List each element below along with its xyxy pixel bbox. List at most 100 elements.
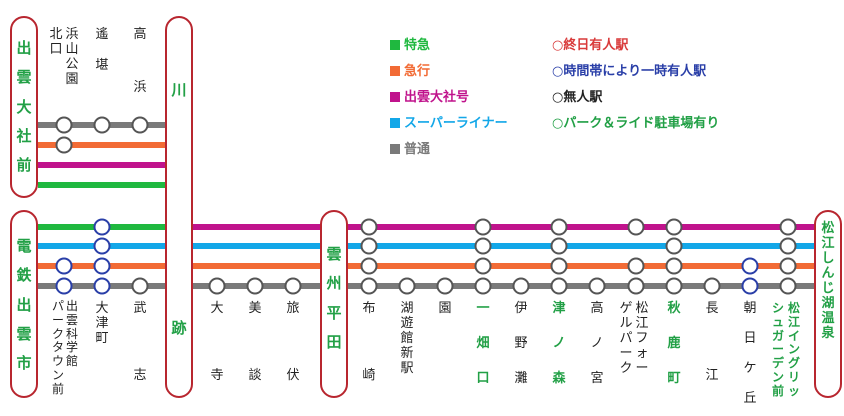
legend-item-local: 普通	[390, 138, 430, 157]
station-marker[interactable]	[55, 257, 73, 275]
station-marker[interactable]	[665, 237, 683, 255]
station-marker[interactable]	[550, 277, 568, 295]
legend-swatch	[390, 118, 400, 128]
station-marker[interactable]	[474, 257, 492, 275]
legend-item-super-liner: スーパーライナー	[390, 112, 508, 131]
station-name: 高浜	[133, 27, 147, 95]
station-name-part: シュガーデン前	[771, 301, 784, 398]
station-marker[interactable]	[93, 277, 111, 295]
station-name: 旅伏	[286, 301, 300, 383]
station-marker[interactable]	[550, 257, 568, 275]
station-name: 高ノ宮	[590, 301, 604, 386]
station-marker[interactable]	[360, 257, 378, 275]
station-marker[interactable]	[55, 116, 73, 134]
station-markers	[55, 116, 797, 295]
station-name: 北口	[49, 27, 63, 57]
terminal-label: 雲州平田	[326, 245, 342, 351]
station-name-part: 松江フォー	[635, 301, 649, 376]
station-marker[interactable]	[93, 237, 111, 255]
station-marker[interactable]	[627, 257, 645, 275]
station-marker[interactable]	[627, 218, 645, 236]
station-name: 伊野灘	[514, 301, 528, 386]
station-name-part: 松江イングリッ	[787, 301, 800, 398]
terminal-unshu-hirata[interactable]: 雲州平田	[320, 210, 348, 398]
station-name: 朝日ケ丘	[743, 301, 757, 406]
terminal-matsue-onsen[interactable]: 松江しんじ湖温泉	[814, 210, 842, 398]
terminal-dentetsu-izumoshi[interactable]: 電鉄出雲市	[10, 210, 38, 398]
legend-item-black: ○無人駅	[552, 90, 603, 105]
terminal-label: 出雲大社前	[16, 39, 32, 174]
station-marker[interactable]	[779, 277, 797, 295]
legend-item-green: ○パーク＆ライド駐車場有り	[552, 116, 720, 131]
terminal-label: 電鉄出雲市	[16, 237, 32, 372]
terminal-kawato[interactable]: 川 跡	[165, 16, 193, 398]
station-marker[interactable]	[779, 237, 797, 255]
station-marker[interactable]	[627, 277, 645, 295]
station-marker[interactable]	[665, 277, 683, 295]
station-marker[interactable]	[93, 218, 111, 236]
station-name: 湖遊館新駅	[400, 301, 414, 376]
legend-label: 出雲大社号	[404, 90, 470, 105]
station-marker[interactable]	[284, 277, 302, 295]
station-marker[interactable]	[398, 277, 416, 295]
station-name: 一畑口	[476, 301, 490, 386]
station-marker[interactable]	[436, 277, 454, 295]
legend-item-izumo-taisha: 出雲大社号	[390, 86, 469, 105]
legend-label: 急行	[404, 64, 431, 79]
station-marker[interactable]	[131, 116, 149, 134]
station-marker[interactable]	[779, 257, 797, 275]
legend-swatch	[390, 40, 400, 50]
station-name: 遙堪	[95, 27, 109, 73]
station-name: 大津町	[95, 301, 109, 346]
station-name: 布崎	[362, 301, 376, 383]
terminal-izumo-taishamae[interactable]: 出雲大社前	[10, 16, 38, 198]
station-marker[interactable]	[474, 237, 492, 255]
station-marker[interactable]	[93, 257, 111, 275]
station-marker[interactable]	[93, 116, 111, 134]
terminal-label: 川	[171, 81, 187, 99]
station-name: 津ノ森	[552, 301, 566, 386]
station-marker[interactable]	[665, 257, 683, 275]
legend-label: 普通	[404, 142, 431, 157]
legend-label: スーパーライナー	[404, 116, 508, 131]
legend-item-blue-ring: ○時間帯により一時有人駅	[552, 64, 707, 79]
station-marker[interactable]	[703, 277, 721, 295]
station-marker[interactable]	[360, 237, 378, 255]
station-marker[interactable]	[665, 218, 683, 236]
station-name: 美談	[248, 301, 262, 383]
station-marker[interactable]	[474, 218, 492, 236]
terminal-label: 松江しんじ湖温泉	[821, 221, 835, 341]
station-marker[interactable]	[741, 277, 759, 295]
legend-swatch	[390, 144, 400, 154]
station-marker[interactable]	[55, 136, 73, 154]
station-marker[interactable]	[741, 257, 759, 275]
legend-item-limited-express: 特急	[390, 34, 430, 53]
station-marker[interactable]	[550, 218, 568, 236]
station-marker[interactable]	[55, 277, 73, 295]
station-name: 園	[438, 301, 452, 316]
station-marker[interactable]	[131, 277, 149, 295]
station-name: 秋鹿町	[667, 301, 681, 386]
station-marker[interactable]	[550, 237, 568, 255]
station-marker[interactable]	[588, 277, 606, 295]
station-name: 大寺	[210, 301, 224, 383]
station-marker[interactable]	[474, 277, 492, 295]
terminal-label: 跡	[171, 319, 187, 337]
station-name-part: ゲルパーク	[619, 301, 633, 376]
legend-item-red-ring: ○終日有人駅	[552, 38, 629, 53]
station-name: 長江	[705, 301, 719, 383]
station-marker[interactable]	[208, 277, 226, 295]
station-marker[interactable]	[360, 277, 378, 295]
station-name-part: パークタウン前	[51, 299, 64, 396]
station-name-part: 出雲科学館	[65, 299, 78, 369]
station-name: 武志	[133, 301, 147, 383]
legend-swatch	[390, 92, 400, 102]
station-name: 浜山公園	[65, 27, 79, 87]
station-marker[interactable]	[779, 218, 797, 236]
station-marker[interactable]	[360, 218, 378, 236]
legend-label: 特急	[404, 38, 431, 53]
station-marker[interactable]	[246, 277, 264, 295]
legend-item-express: 急行	[390, 60, 430, 79]
station-marker[interactable]	[512, 277, 530, 295]
